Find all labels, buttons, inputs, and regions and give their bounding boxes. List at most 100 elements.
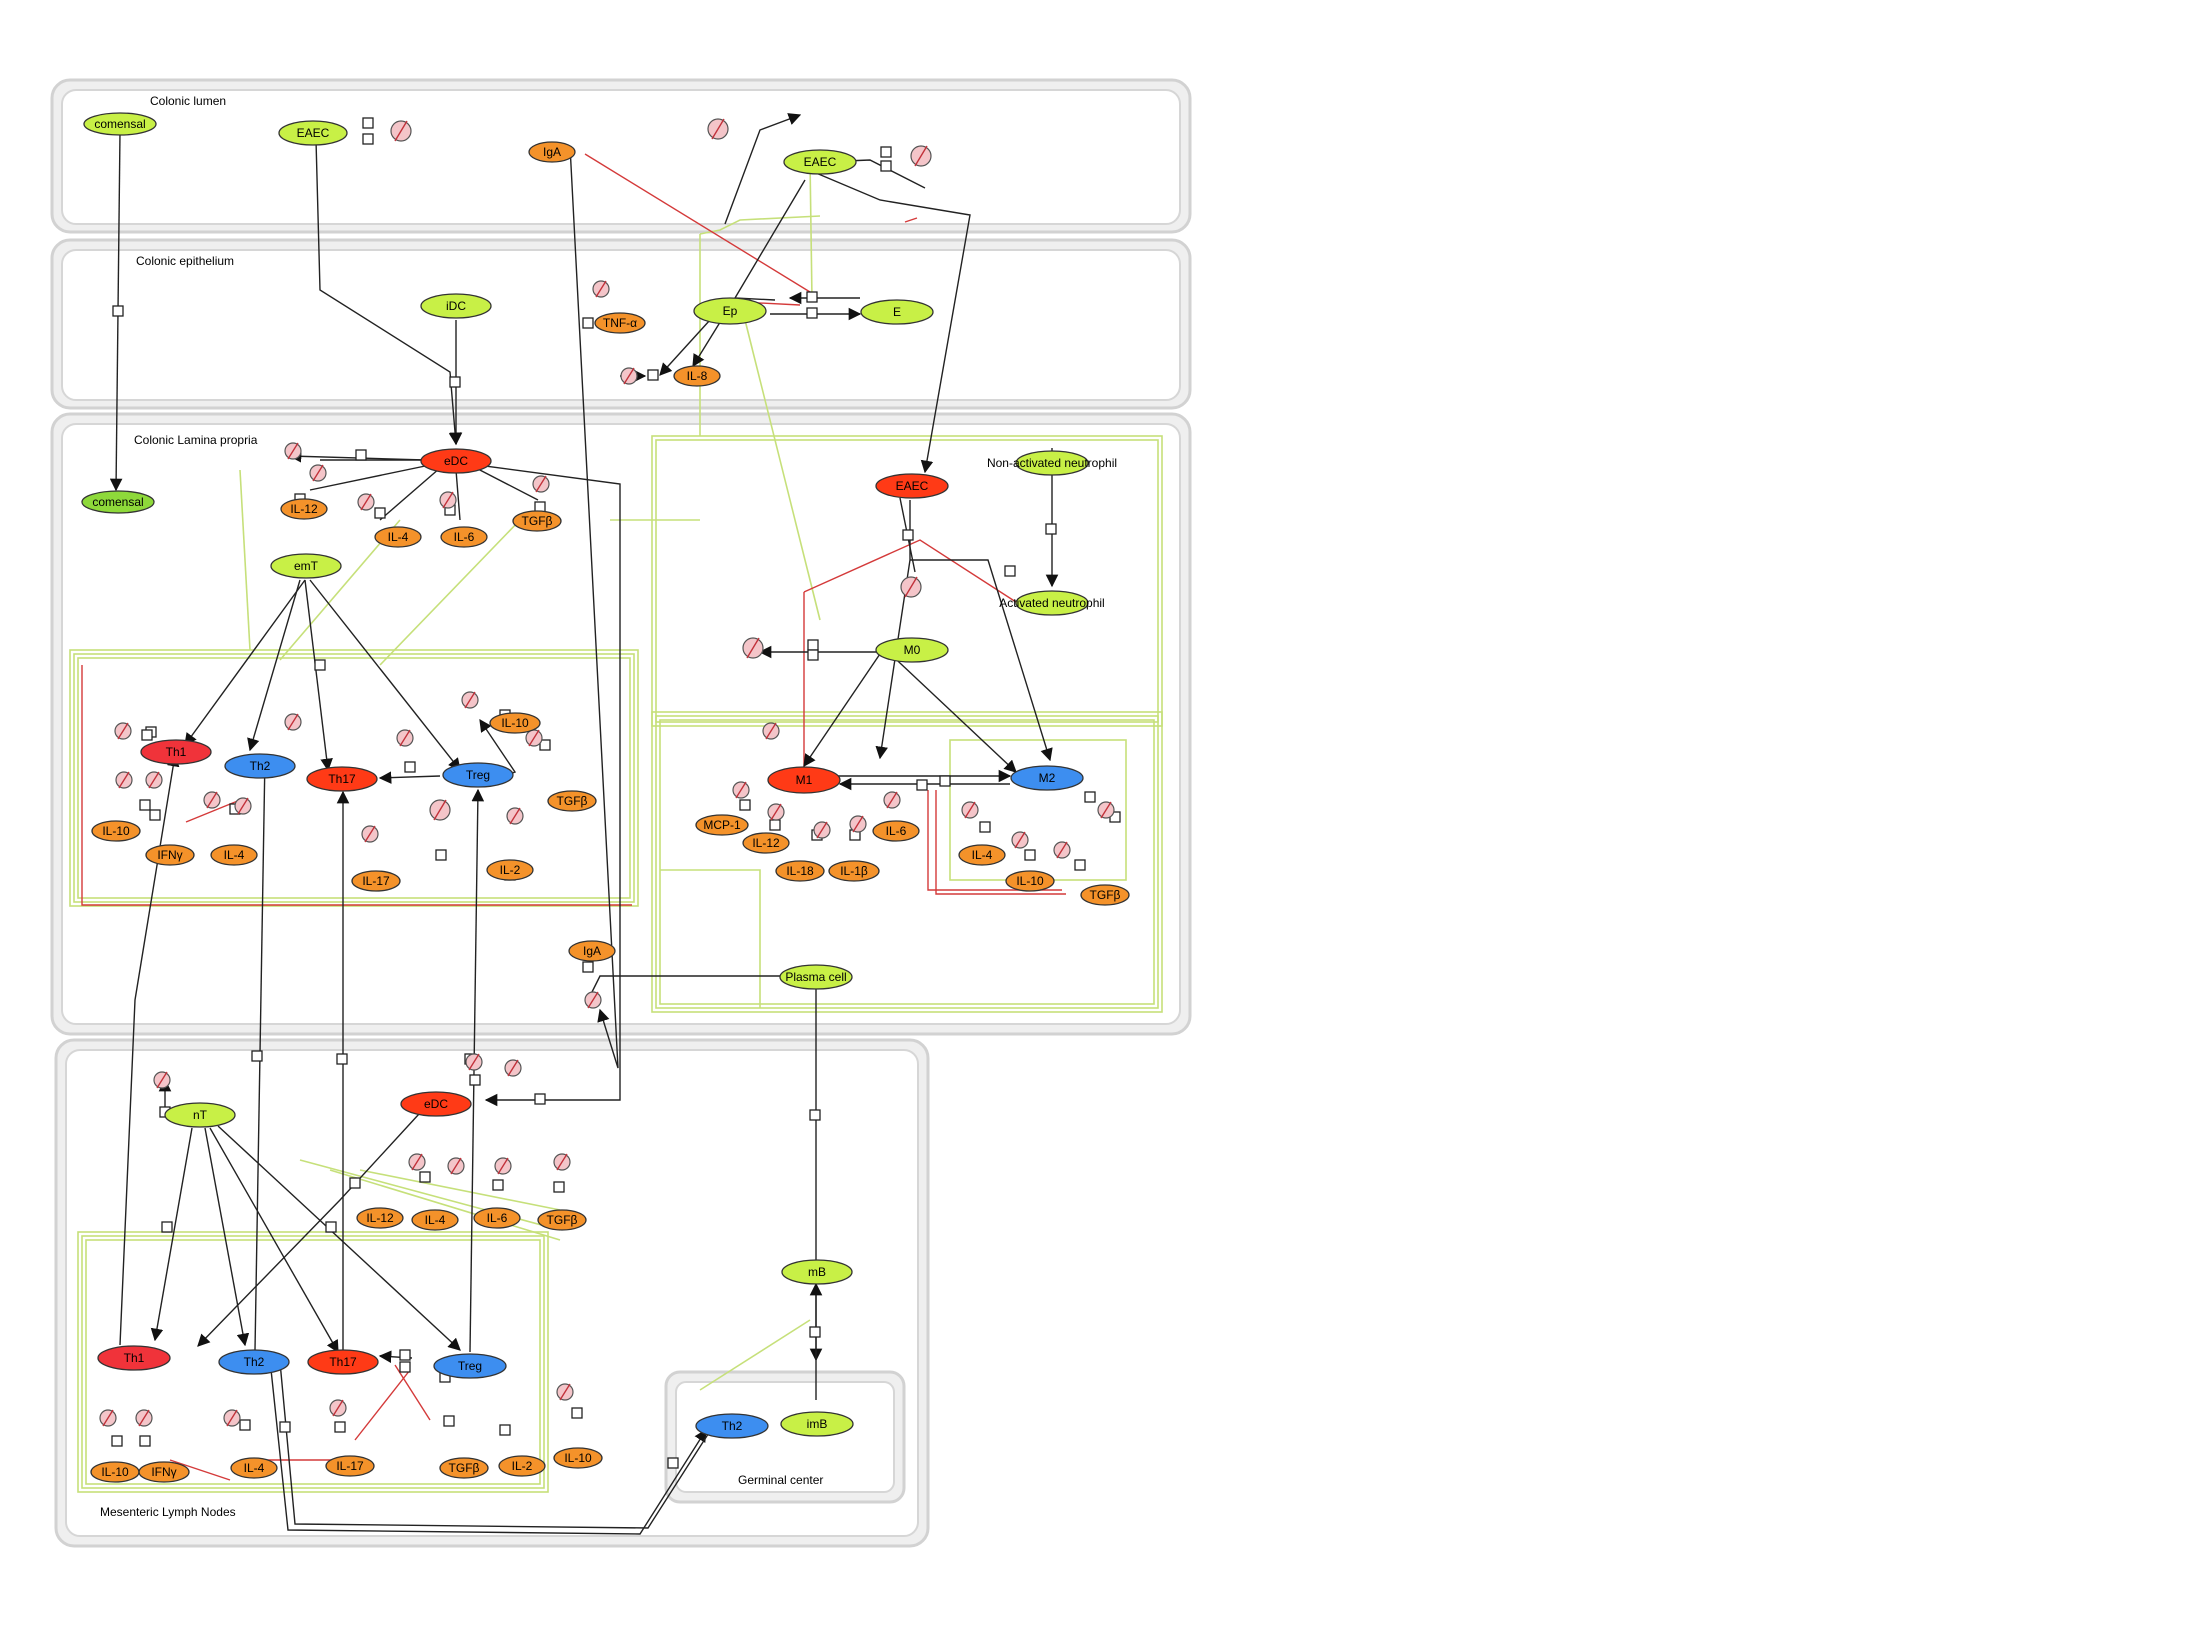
node-m2: M2 [1010, 765, 1084, 791]
compartment-colonic-lumen: Colonic lumen [50, 78, 1192, 234]
node-label: IL-2 [500, 863, 521, 877]
node-label: Ep [723, 304, 738, 318]
node-label: IFNγ [157, 848, 182, 862]
node-tgfb-mln-dc: TGFβ [537, 1209, 587, 1231]
node-th2-lp: Th2 [224, 753, 296, 779]
node-label: Activated neutrophil [999, 596, 1104, 610]
node-il4-mln-th: IL-4 [230, 1457, 278, 1479]
node-treg-mln: Treg [433, 1353, 507, 1379]
node-tgfb-mln-treg: TGFβ [439, 1457, 489, 1479]
node-label: M0 [904, 643, 921, 657]
node-shape [145, 844, 195, 866]
node-shape [872, 820, 920, 842]
node-emt: emT [270, 553, 342, 579]
node-shape [351, 870, 401, 892]
node-shape [553, 1447, 603, 1469]
node-label: IL-6 [487, 1211, 508, 1225]
node-shape [400, 1091, 472, 1117]
node-shape [420, 448, 492, 474]
node-label: IL-10 [102, 824, 130, 838]
node-shape [537, 1209, 587, 1231]
node-il17-lp: IL-17 [351, 870, 401, 892]
node-shape [1005, 870, 1055, 892]
node-shape [473, 1207, 521, 1229]
node-label: iDC [446, 299, 466, 313]
node-shape [1015, 590, 1089, 616]
inhibition-links [81, 153, 1066, 1481]
node-label: M1 [796, 773, 813, 787]
node-label: mB [808, 1265, 826, 1279]
node-shape [420, 293, 492, 319]
node-label: comensal [94, 117, 145, 131]
node-shape [1015, 450, 1089, 476]
node-shape [164, 1102, 236, 1128]
node-il8: IL-8 [673, 365, 721, 387]
node-shape [138, 1461, 190, 1483]
degradation-sinks [99, 118, 1115, 1427]
node-iga-lp: IgA [568, 940, 616, 962]
node-shape [512, 510, 562, 532]
node-label: IL-18 [786, 864, 814, 878]
node-label: IL-1β [840, 864, 868, 878]
node-label: IL-4 [244, 1461, 265, 1475]
compartment-label: Colonic lumen [150, 94, 226, 108]
node-m1: M1 [767, 766, 841, 794]
node-comensal-lumen: comensal [83, 112, 157, 136]
node-shape [568, 940, 616, 962]
node-label: Non-activated neutrophil [987, 456, 1117, 470]
node-shape [695, 1413, 769, 1439]
node-eaec-lumen-right: EAEC [783, 149, 857, 175]
node-edc-lp: eDC [420, 448, 492, 474]
node-label: TGFβ [557, 794, 588, 808]
node-iga-lumen: IgA [528, 141, 576, 163]
node-label: IL-4 [425, 1213, 446, 1227]
node-shape [775, 860, 825, 882]
node-a-neutrophil: Activated neutrophil [999, 590, 1105, 616]
node-shape [325, 1455, 375, 1477]
node-shape [779, 964, 853, 990]
node-shape [356, 1207, 404, 1229]
node-label: eDC [444, 454, 468, 468]
node-shape [81, 490, 155, 514]
node-tnfa: TNF-α [594, 312, 646, 334]
node-shape [781, 1259, 853, 1285]
node-shape [91, 820, 141, 842]
node-il6-lp-dc: IL-6 [440, 526, 488, 548]
node-label: IL-17 [362, 874, 390, 888]
node-shape [528, 141, 576, 163]
node-ifng-mln: IFNγ [138, 1461, 190, 1483]
node-shape [1080, 884, 1130, 906]
node-shape [547, 790, 597, 812]
node-idc: iDC [420, 293, 492, 319]
node-label: EAEC [896, 479, 929, 493]
node-tgfb-m2: TGFβ [1080, 884, 1130, 906]
node-label: TGFβ [1090, 888, 1121, 902]
node-shape [83, 112, 157, 136]
node-il2-mln: IL-2 [498, 1455, 546, 1477]
node-th17-mln: Th17 [307, 1349, 379, 1375]
node-shape [140, 739, 212, 765]
node-label: IL-12 [752, 836, 780, 850]
node-label: TGFβ [547, 1213, 578, 1227]
node-il18: IL-18 [775, 860, 825, 882]
node-il2-lp: IL-2 [486, 859, 534, 881]
process-nodes [111, 117, 1121, 1469]
node-label: nT [193, 1108, 208, 1122]
node-shape [439, 1457, 489, 1479]
node-label: IgA [543, 145, 561, 159]
node-label: EAEC [804, 155, 837, 169]
node-edc-mln: eDC [400, 1091, 472, 1117]
node-label: IFNγ [151, 1465, 176, 1479]
node-shape [498, 1455, 546, 1477]
node-il10-lp-th1: IL-10 [91, 820, 141, 842]
node-shape [673, 365, 721, 387]
node-shape [594, 312, 646, 334]
node-shape [860, 299, 934, 325]
node-na-neutrophil: Non-activated neutrophil [987, 450, 1117, 476]
node-shape [218, 1349, 290, 1375]
node-nt: nT [164, 1102, 236, 1128]
node-il12-mln: IL-12 [356, 1207, 404, 1229]
node-label: IL-6 [454, 530, 475, 544]
compartment-label: Mesenteric Lymph Nodes [100, 1505, 236, 1519]
